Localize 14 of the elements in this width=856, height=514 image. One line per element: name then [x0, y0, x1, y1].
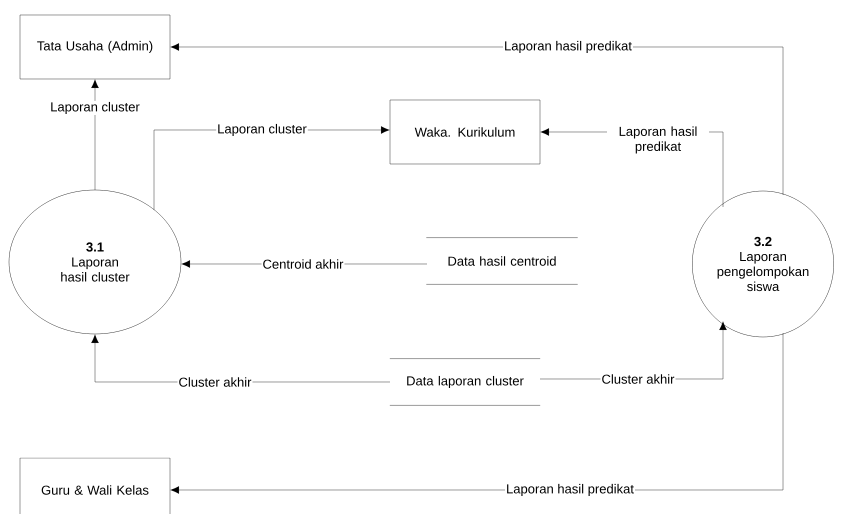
arrow [91, 80, 99, 190]
entity-box: Guru & Wali Kelas [20, 458, 170, 514]
edge-label: Laporan hasil predikat [503, 40, 633, 54]
entity-box: Waka. Kurikulum [390, 100, 540, 164]
data-store: Data laporan cluster [390, 358, 540, 406]
entity-box: Tata Usaha (Admin) [20, 14, 170, 80]
data-store: Data hasil centroid [426, 238, 578, 284]
edge-label: Laporan hasil predikat [505, 482, 635, 498]
edge-label: Cluster akhir [178, 376, 252, 388]
edge-label: Cluster akhir [600, 373, 676, 385]
edge-label: Laporan hasil predikat [607, 125, 709, 155]
edge-label: Laporan cluster [216, 122, 308, 138]
edge-label: Laporan cluster [49, 100, 141, 116]
edge-label: Centroid akhir [262, 258, 344, 270]
